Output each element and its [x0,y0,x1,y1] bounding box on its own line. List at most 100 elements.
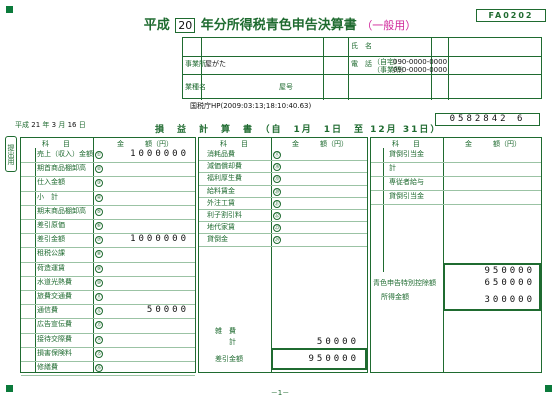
row-divider [21,204,195,206]
row-label: 仕入金額 [37,178,65,187]
row-label: 期末商品棚卸高 [37,206,86,215]
row-label: 利子割引料 [207,211,242,219]
row-label: 貸倒引当金 [389,150,424,158]
row-number-badge: ㉑ [273,199,281,208]
phone-work-value[interactable]: 090-0000-0000 [393,66,448,74]
phone-home-value[interactable]: 090-0000-0000 [393,58,448,66]
row-label: 消耗品費 [207,150,235,158]
row-divider [371,204,541,205]
phone-label: 電 話 [351,60,372,68]
reference-number: 0582842 6 [435,113,540,126]
right-value-c[interactable]: 300000 [484,295,535,305]
row-divider [199,184,367,186]
corner-mark-bottom-left [6,385,13,392]
row-divider [21,304,195,306]
right-header-item: 科 目 [392,140,420,148]
right-value-c-label: 所得金額 [381,293,409,301]
row-divider [21,261,195,263]
row-divider [21,233,195,235]
statement-title: 損 益 計 算 書 （自 1月 1日 至 12月 31日） [155,125,442,135]
phone-work-label: （事業所） [373,66,408,74]
submission-tab: 提出用 [5,136,17,172]
row-number-badge: ② [95,165,103,174]
row-divider [199,172,367,174]
row-divider [199,245,367,247]
row-label: 広告宣伝費 [37,320,72,329]
row-label: 差引金額 [37,235,65,244]
row-number-badge: ⑤ [95,207,103,216]
row-divider [371,162,541,163]
mid-total-label: 計 [229,338,236,346]
row-label: 貸倒金 [207,235,228,244]
page-number: －1－ [270,389,290,397]
row-divider [21,361,195,362]
row-number-badge: ⑦ [95,236,103,245]
row-label: 通信費 [37,306,58,315]
row-divider [21,190,195,192]
right-value-a[interactable]: 950000 [484,266,535,276]
shop-label: 屋号 [279,83,293,91]
row-number-badge: ⑰ [273,151,281,159]
net-label: 差引金額 [215,355,243,363]
row-label: 専従者給与 [389,178,424,186]
mid-header-item: 科 目 [220,140,248,148]
taxpayer-header: 氏 名 電 話 （自宅） 090-0000-0000 （事業所） 090-000… [182,37,542,100]
left-header-amount: 金 額（円） [117,140,173,148]
row-number-badge: ⑪ [95,293,103,301]
mid-total-value[interactable]: 50000 [316,337,359,347]
row-number-badge: ⑯ [95,364,103,372]
row-number-badge: ③ [95,179,103,188]
row-label: 損害保険料 [37,348,72,357]
left-header-item: 科 目 [42,140,70,148]
row-label: 地代家賃 [207,223,235,232]
row-label: 外注工賃 [207,198,235,207]
business-label: 事業所 [185,60,206,68]
row-divider [21,176,195,178]
page-title: 平成 20 年分所得税青色申告決算書 （一般用） [0,14,560,33]
row-divider [21,346,195,348]
row-label: 売上（収入）金額 [37,150,93,158]
row-divider [199,160,367,162]
row-label: 水道光熱費 [37,277,72,286]
form-code: FA0202 [476,9,546,22]
row-value[interactable]: 50000 [146,305,189,316]
row-label: 貸倒引当金 [389,192,424,200]
row-label: 給料賃金 [207,186,235,195]
row-label: 計 [389,164,396,172]
net-value[interactable]: 950000 [308,354,359,364]
row-number-badge: ㉒ [273,212,281,220]
title-main: 年分所得税青色申告決算書 [200,18,357,33]
row-divider [199,233,367,235]
row-number-badge: ⑥ [95,222,103,230]
row-value[interactable]: 1000000 [130,149,189,159]
row-divider [199,209,367,210]
title-prefix: 平成 [143,18,170,33]
row-divider [21,219,195,220]
mid-header-amount: 金 額（円） [292,140,348,148]
title-subtitle: （一般用） [361,19,417,32]
row-number-badge: ⑲ [273,175,281,184]
row-divider [21,162,195,164]
sub-header: 平成 21 年 3 月 16 日 [15,121,86,129]
right-panel: 科 目 金 額（円） 貸倒引当金計専従者給与貸倒引当金 950000 青色申告特… [370,137,542,373]
row-number-badge: ④ [95,193,103,202]
row-value[interactable]: 1000000 [130,234,189,245]
row-divider [21,275,195,277]
row-number-badge: ㉓ [273,224,281,233]
row-divider [21,332,195,334]
name-label: 氏 名 [351,42,372,50]
right-value-b-label: 青色申告特別控除額 [373,279,436,287]
right-value-b[interactable]: 650000 [484,278,535,288]
row-number-badge: ⑩ [95,278,103,287]
row-label: 減価償却費 [207,162,242,171]
store-name-value[interactable]: 屋がた [205,60,226,68]
corner-mark-top-left [6,6,13,13]
phone-home-label: （自宅） [373,58,401,66]
row-divider [21,290,195,291]
row-label: 旅費交通費 [37,292,72,300]
misc-label: 雑 費 [215,327,236,335]
business-name-label: 業種名 [185,83,206,91]
row-number-badge: ⑳ [273,187,281,196]
